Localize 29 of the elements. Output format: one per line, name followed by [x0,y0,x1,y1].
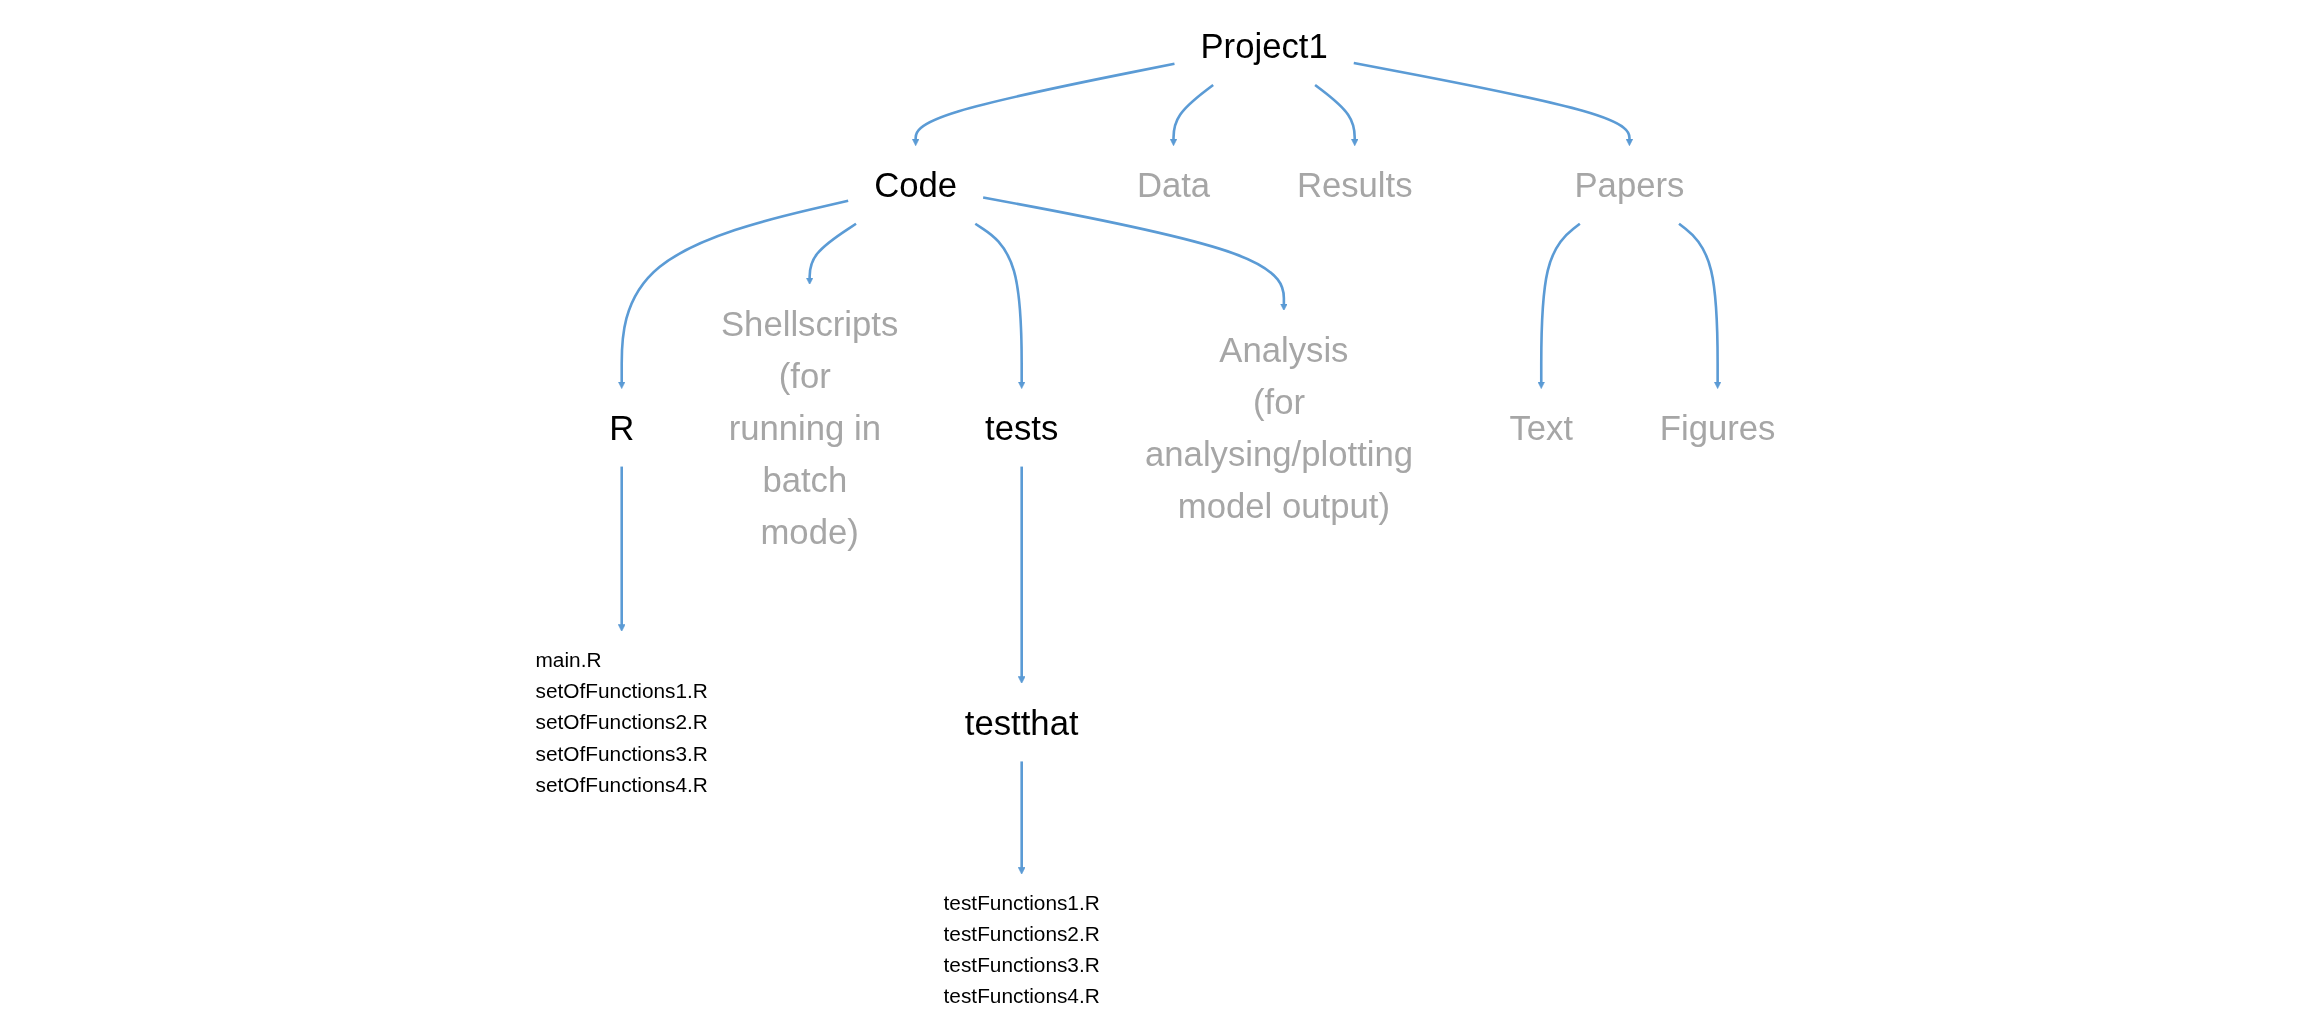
node-text: Shellscripts [720,304,899,343]
node-text: tests [985,408,1059,447]
node-label: (for analysing/plotting model output) [1145,382,1414,525]
arrow [911,62,1175,147]
arrow [1678,222,1722,389]
node-text: R [609,408,635,447]
node-text: Figures [1659,408,1776,447]
node-text: Text [1509,408,1574,447]
node-text: Papers [1574,165,1685,204]
node-text: Data [1136,165,1211,204]
arrow [1017,761,1026,875]
node-text: Analysis [1219,330,1349,369]
arrow [974,222,1026,389]
arrow [1169,83,1214,147]
node-label: (for running in batch mode) [728,356,882,551]
node-text: main.R setOfFunctions1.R setOfFunctions2.R setOfFunctions3.R setOfFunctions4.R [535,647,708,797]
arrow [1314,83,1359,147]
arrow [982,196,1288,311]
arrow [617,466,626,632]
arrow [1537,222,1581,389]
node-text: Code [874,165,958,204]
arrow [1353,61,1634,147]
node-text: Project1 [1200,26,1328,66]
node-text: Results [1296,165,1413,204]
arrow [1017,466,1026,684]
arrow [617,199,849,389]
arrow [805,222,857,285]
node-text: testFunctions1.R testFunctions2.R testFunctions3.R testFunctions4.R [943,890,1100,1008]
node-text: testthat [964,703,1079,742]
